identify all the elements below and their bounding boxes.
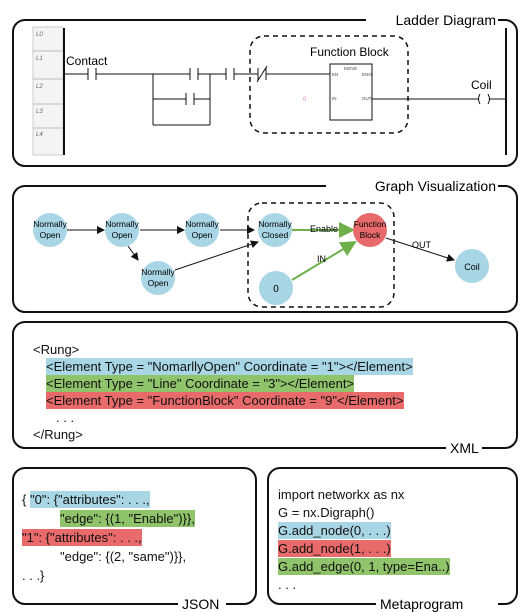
node-label: 0 bbox=[273, 284, 279, 295]
node-function-block bbox=[353, 213, 387, 247]
coil-label: Coil bbox=[471, 78, 492, 92]
xml-line-3: <Element Type = "Line" Coordinate = "3">… bbox=[46, 375, 355, 392]
json-line-4: "edge": {(2, "same")}}, bbox=[60, 549, 187, 564]
xml-line-6: </Rung> bbox=[33, 427, 83, 442]
metaprogram-caption: Metaprogram bbox=[380, 596, 463, 612]
edge-label-in: IN bbox=[317, 254, 326, 264]
metaprogram-panel-frame: Metaprogram bbox=[267, 467, 518, 612]
meta-line-6: . . . bbox=[278, 577, 297, 592]
node-label: Open bbox=[112, 230, 133, 240]
meta-line-1: import networkx as nx bbox=[278, 487, 405, 502]
json-line-1-brace: { bbox=[22, 492, 27, 507]
metaprogram-caption-bg bbox=[376, 595, 498, 612]
contact-no-branch bbox=[185, 93, 195, 105]
node-label: Coil bbox=[464, 262, 480, 272]
rung-label-l0: L0 bbox=[36, 32, 43, 38]
json-line-2: "edge": {(1, "Enable")}}, bbox=[60, 510, 195, 527]
xml-panel-frame: XML bbox=[12, 321, 518, 458]
ladder-title-bg bbox=[366, 10, 498, 30]
contact-no-2 bbox=[189, 68, 199, 80]
edge-no2-no4 bbox=[127, 245, 139, 261]
out-label: OUT bbox=[362, 96, 372, 101]
graph-visualization-panel: Graph Visualization Enable IN OUT Normal… bbox=[12, 176, 518, 313]
meta-line-2: G = nx.Digraph() bbox=[278, 505, 375, 520]
ladder-panel-border bbox=[12, 19, 518, 167]
rung-label-l4: L4 bbox=[36, 132, 43, 138]
graph-fb-dashed-frame bbox=[247, 202, 395, 308]
move-block bbox=[329, 63, 373, 121]
node-label: Closed bbox=[262, 230, 289, 240]
json-line-1: "0": {"attributes": . . ., bbox=[30, 491, 150, 508]
json-line-5: . . .} bbox=[22, 568, 45, 583]
ladder-rung-wiring bbox=[64, 73, 506, 126]
json-caption: JSON bbox=[182, 596, 219, 612]
node-label: Normally bbox=[33, 219, 67, 229]
contact-label: Contact bbox=[66, 54, 108, 68]
json-panel-frame: JSON bbox=[12, 467, 257, 612]
edge-label-out: OUT bbox=[412, 240, 432, 250]
json-panel-border bbox=[12, 467, 257, 605]
graph-title: Graph Visualization bbox=[375, 178, 496, 194]
xml-line-2: <Element Type = "NomarllyOpen" Coordinat… bbox=[46, 358, 413, 375]
node-label: Open bbox=[148, 278, 169, 288]
edge-no4-nc bbox=[174, 240, 259, 271]
edge-label-enable: Enable bbox=[310, 224, 338, 234]
node-label: Open bbox=[192, 230, 213, 240]
meta-line-4: G.add_node(1, . . .) bbox=[278, 540, 391, 557]
node-normally-closed bbox=[258, 213, 292, 247]
xml-caption-bg bbox=[446, 438, 482, 458]
xml-line-1: <Rung> bbox=[33, 342, 80, 357]
rung-label-l3: L3 bbox=[36, 109, 43, 115]
function-block-dashed-frame bbox=[249, 35, 409, 134]
node-label: Block bbox=[360, 230, 382, 240]
rung-label-l2: L2 bbox=[36, 84, 43, 90]
coil-symbol bbox=[478, 93, 490, 105]
xml-panel-border bbox=[12, 321, 518, 449]
node-coil bbox=[455, 249, 489, 283]
node-label: Open bbox=[40, 230, 61, 240]
node-label: Normally bbox=[258, 219, 292, 229]
input-value: 0 bbox=[303, 97, 307, 103]
contact-no-1 bbox=[87, 68, 97, 80]
node-normally-open-2 bbox=[105, 213, 139, 247]
move-label: MOVE bbox=[344, 66, 357, 71]
ladder-title: Ladder Diagram bbox=[396, 12, 496, 28]
graph-panel-border bbox=[12, 185, 518, 313]
contact-nc bbox=[256, 65, 268, 83]
json-line-3: "1": {"attributes": . . ., bbox=[22, 529, 142, 546]
eno-label: ENO bbox=[362, 72, 372, 77]
in-label: IN bbox=[332, 96, 337, 101]
function-block-label: Function Block bbox=[310, 45, 390, 59]
node-label: Normally bbox=[105, 219, 139, 229]
node-normally-open-4 bbox=[141, 261, 175, 295]
meta-line-3: G.add_node(0, . . .) bbox=[278, 522, 391, 539]
en-label: EN bbox=[332, 72, 338, 77]
json-caption-bg bbox=[178, 595, 226, 612]
node-label: Normally bbox=[185, 219, 219, 229]
edge-zero-fb bbox=[291, 240, 357, 281]
xml-line-5: . . . bbox=[56, 410, 75, 425]
xml-line-4: <Element Type = "FunctionBlock" Coordina… bbox=[46, 392, 404, 409]
edge-fb-coil bbox=[385, 237, 455, 262]
node-label: Normally bbox=[141, 267, 175, 277]
node-label: Function bbox=[354, 219, 387, 229]
meta-line-5: G.add_edge(0, 1, type=Ena..) bbox=[278, 558, 450, 575]
xml-caption: XML bbox=[450, 440, 479, 456]
node-normally-open-3 bbox=[185, 213, 219, 247]
graph-title-bg bbox=[326, 176, 498, 196]
node-normally-open-1 bbox=[33, 213, 67, 247]
node-zero bbox=[259, 271, 293, 305]
ladder-diagram-panel: Ladder Diagram L0 L1 L2 L3 L4 Contact Fu… bbox=[12, 10, 518, 167]
contact-no-3 bbox=[225, 68, 235, 80]
rung-label-l1: L1 bbox=[36, 56, 43, 62]
